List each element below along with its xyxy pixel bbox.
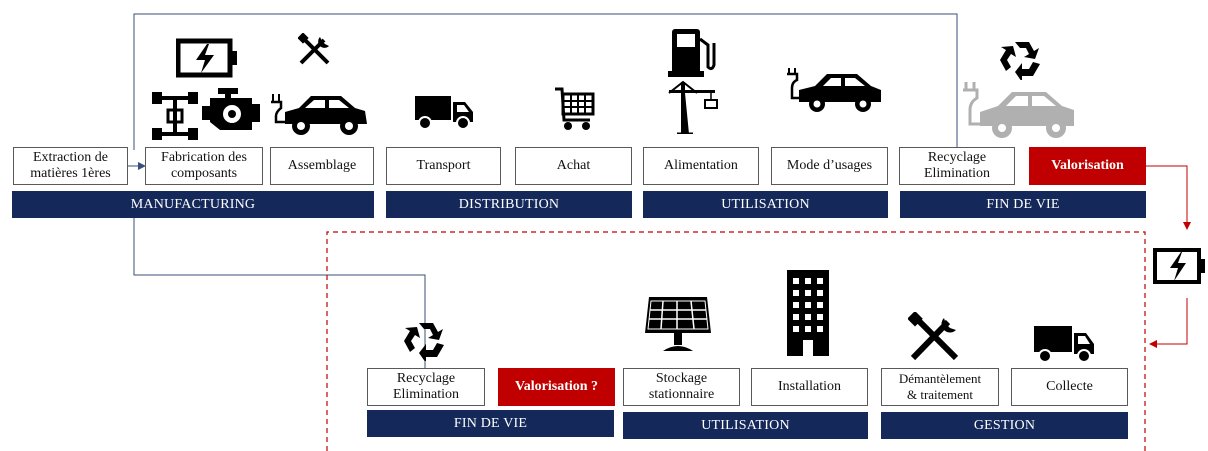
bar-fin-de-vie-bottom-label: FIN DE VIE — [453, 415, 528, 431]
crane-icon — [667, 80, 719, 134]
truck-icon — [1032, 324, 1096, 364]
second-life-frame — [326, 231, 1146, 451]
bar-manufacturing: MANUFACTURING — [12, 191, 374, 218]
box-collecte: Collecte — [1011, 368, 1128, 406]
valorisation-top-label: Valorisation — [1051, 158, 1124, 173]
battery-icon — [176, 38, 238, 78]
box-assemblage: Assemblage — [270, 147, 374, 185]
electric-car-icon — [787, 62, 883, 120]
box-fabrication-label: Fabrication des composants — [161, 150, 247, 181]
shopping-cart-icon — [554, 86, 596, 132]
box-extraction-label: Extraction de matières 1ères — [30, 150, 111, 181]
box-demantelement-label: Démantèlement & traitement — [898, 371, 982, 402]
tools-icon — [908, 312, 962, 362]
return-arrow — [1149, 298, 1188, 348]
engine-icon — [202, 86, 264, 136]
box-mode-usages: Mode d’usages — [771, 147, 888, 185]
truck-icon — [413, 94, 475, 130]
recycle-icon — [1000, 38, 1044, 80]
valorisation-bottom: Valorisation ? — [498, 368, 615, 406]
box-demantelement: Démantèlement & traitement — [881, 368, 999, 406]
manufacturing-frame — [133, 13, 958, 150]
box-installation-label: Installation — [778, 379, 841, 394]
valorisation-arrow — [1146, 165, 1191, 230]
box-alimentation-label: Alimentation — [664, 158, 738, 173]
box-stockage-label: Stockage stationnaire — [648, 371, 715, 402]
electric-car-icon — [271, 86, 369, 138]
bar-manufacturing-label: MANUFACTURING — [130, 196, 256, 212]
bar-fin-de-vie-top: FIN DE VIE — [900, 191, 1146, 218]
box-fabrication: Fabrication des composants — [145, 147, 263, 185]
box-extraction: Extraction de matières 1ères — [13, 147, 128, 185]
bar-utilisation-bottom: UTILISATION — [623, 412, 868, 439]
box-recyclage-top: Recyclage Elimination — [899, 147, 1015, 185]
box-installation: Installation — [751, 368, 868, 406]
recycle-icon — [404, 319, 448, 361]
electric-car-icon — [962, 80, 1076, 140]
tools-icon — [298, 33, 333, 68]
box-recyclage-top-label: Recyclage Elimination — [923, 150, 991, 181]
box-assemblage-label: Assemblage — [287, 158, 357, 173]
bar-fin-de-vie-bottom: FIN DE VIE — [367, 410, 614, 437]
bar-distribution: DISTRIBUTION — [386, 191, 632, 218]
box-transport: Transport — [386, 147, 501, 185]
solar-panel-icon — [643, 293, 713, 355]
chassis-icon — [150, 90, 200, 142]
box-recyclage-bottom-label: Recyclage Elimination — [392, 371, 460, 402]
link-to-bottom-recycling — [133, 218, 426, 368]
box-transport-label: Transport — [416, 158, 471, 173]
box-alimentation: Alimentation — [643, 147, 759, 185]
box-achat: Achat — [515, 147, 632, 185]
fuel-pump-icon — [668, 27, 718, 77]
building-icon — [781, 270, 835, 356]
box-collecte-label: Collecte — [1046, 379, 1093, 394]
bar-fin-de-vie-top-label: FIN DE VIE — [986, 196, 1060, 212]
valorisation-bottom-label: Valorisation ? — [514, 379, 599, 394]
valorisation-top: Valorisation — [1029, 147, 1146, 185]
box-recyclage-bottom: Recyclage Elimination — [367, 368, 485, 406]
box-stockage: Stockage stationnaire — [623, 368, 740, 406]
box-achat-label: Achat — [556, 158, 591, 173]
bar-utilisation-top: UTILISATION — [643, 191, 888, 218]
battery-icon — [1153, 246, 1207, 286]
bar-distribution-label: DISTRIBUTION — [458, 196, 560, 212]
box-mode-usages-label: Mode d’usages — [786, 158, 873, 173]
bar-utilisation-top-label: UTILISATION — [721, 196, 810, 212]
bar-utilisation-bottom-label: UTILISATION — [701, 417, 790, 433]
bar-gestion: GESTION — [881, 412, 1128, 439]
bar-gestion-label: GESTION — [973, 417, 1036, 433]
